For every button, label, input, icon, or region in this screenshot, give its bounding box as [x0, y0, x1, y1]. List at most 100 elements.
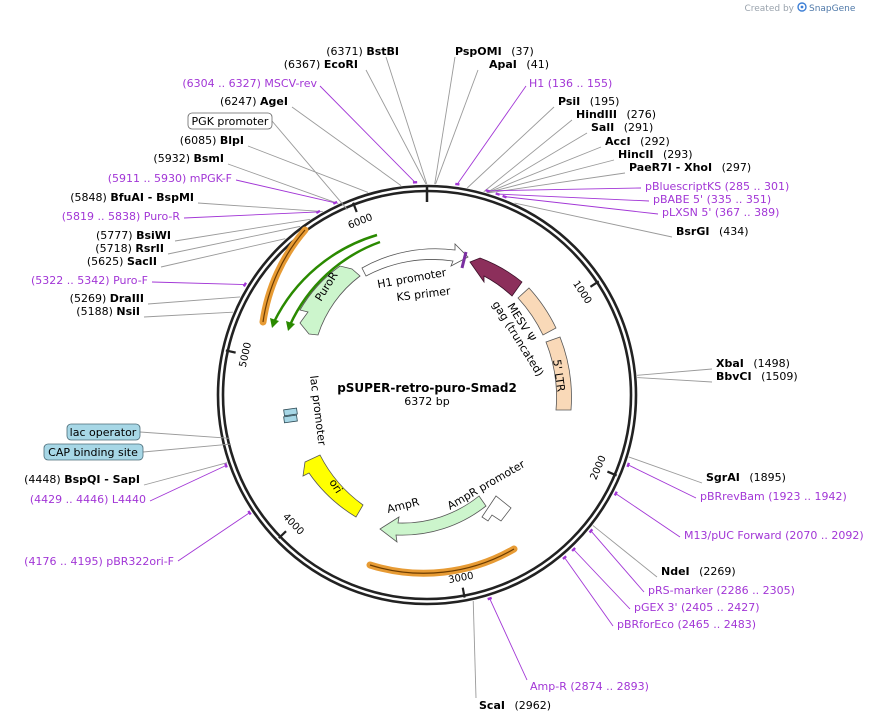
primer-leader-line: [590, 530, 645, 593]
cap-binding-site-box[interactable]: [43, 443, 144, 461]
primer-site-mark: [224, 463, 228, 468]
enzyme-leader-line: [637, 377, 713, 383]
ori-label: ori: [326, 477, 345, 496]
ruler-tick-label: 2000: [589, 454, 609, 482]
enzyme-leader-line: [160, 238, 286, 268]
primer-label-m13-puc-forward: M13/pUC Forward (2070 .. 2092): [684, 529, 864, 542]
ampr-arrow[interactable]: [379, 495, 487, 543]
enzyme-label-scai: ScaI (2962): [479, 699, 551, 712]
primer-leader-line: [151, 281, 245, 285]
enzyme-label-sali: SalI (291): [591, 121, 653, 134]
enzyme-leader-line: [143, 462, 228, 486]
primer-site-mark: [613, 491, 618, 496]
enzyme-leader-line: [486, 146, 602, 194]
puro-green-line-outer: [272, 233, 378, 323]
ampr-promoter-arrow[interactable]: [481, 495, 512, 522]
primer-site-mark: [495, 192, 501, 196]
enzyme-leader-line: [637, 368, 713, 376]
primer-leader-line: [487, 187, 642, 192]
enzyme-leader-line: [592, 525, 658, 578]
primer-label-puro-r: (5819 .. 5838) Puro-R: [62, 210, 181, 223]
snapgene-logo-icon: [797, 2, 807, 12]
enzyme-label-hincii: HincII (293): [618, 148, 693, 161]
primer-leader-line: [456, 85, 527, 185]
ruler-tick-label: 3000: [447, 571, 474, 586]
gag-arrow[interactable]: [469, 257, 523, 297]
mesv-psi-box[interactable]: [517, 287, 557, 336]
primer-leader-line: [564, 557, 614, 627]
lac-operator-box[interactable]: [66, 423, 141, 441]
primer-site-mark: [332, 200, 338, 205]
primer-site-mark: [485, 189, 491, 193]
enzyme-leader-line: [467, 106, 555, 189]
enzyme-leader-line: [483, 119, 573, 193]
primer-leader-line: [319, 85, 416, 183]
feature-leader-line: [139, 431, 230, 439]
ampr-label: AmpR: [386, 495, 421, 516]
cap-site-mark[interactable]: [283, 414, 298, 424]
pgk-promoter-label: PGK promoter: [192, 115, 269, 128]
ori-arrow[interactable]: [302, 454, 364, 518]
primer-site-mark: [571, 547, 576, 552]
enzyme-label-acci: AccI (292): [605, 135, 670, 148]
enzyme-label-sgrai: SgrAI (1895): [706, 471, 786, 484]
feature-leader-line: [142, 443, 232, 453]
ampr-orange-line: [366, 545, 518, 577]
primer-labels: (6304 .. 6327) MSCV-rev H1 (136 .. 155) …: [24, 77, 864, 693]
enzyme-leader-line: [628, 456, 703, 484]
enzyme-leader-line: [291, 106, 402, 186]
enzyme-label-bspqi: (4448) BspQI - SapI: [24, 473, 140, 486]
primer-label-pbabe: pBABE 5' (335 .. 351): [653, 193, 771, 206]
enzyme-leader-line: [147, 296, 241, 305]
cap-binding-site-label: CAP binding site: [48, 446, 138, 459]
enzyme-leader-line: [435, 69, 479, 185]
enzyme-leader-line: [174, 218, 311, 242]
enzyme-label-xbai: XbaI (1498): [716, 357, 790, 370]
enzyme-leader-line: [247, 145, 369, 193]
enzyme-label-bfuai: (5848) BfuAI - BspMI: [70, 191, 194, 204]
primer-site-mark: [588, 528, 594, 534]
boxed-feature-labels: PGK promoter lac operator CAP binding si…: [43, 112, 273, 461]
puro-green-line-inner: [288, 240, 381, 326]
enzyme-label-ecori: (6367) EcoRI: [284, 58, 358, 71]
enzyme-label-blpi: (6085) BlpI: [180, 134, 244, 147]
enzyme-leader-line: [143, 311, 233, 318]
h1-promoter-arrow[interactable]: [361, 243, 469, 277]
primer-leader-line: [183, 211, 319, 219]
enzyme-leader-line: [385, 56, 428, 185]
lac-operator-mark[interactable]: [283, 407, 298, 417]
primer-label-puro-f: (5322 .. 5342) Puro-F: [31, 274, 148, 287]
ltr-box[interactable]: [545, 336, 572, 411]
enzyme-label-nsii: (5188) NsiI: [76, 305, 140, 318]
enzyme-label-pspomi: PspOMI (37): [455, 45, 534, 58]
leader-lines: [139, 56, 713, 699]
enzyme-leader-line: [514, 202, 673, 238]
ruler-tick-label: 5000: [238, 341, 254, 368]
ruler-tick: [589, 280, 600, 288]
primer-label-amp-r: Amp-R (2874 .. 2893): [530, 680, 649, 693]
primer-label-pbrrevbam: pBRrevBam (1923 .. 1942): [700, 490, 847, 503]
enzyme-label-bstbi: (6371) BstBI: [326, 45, 399, 58]
enzyme-label-paer7i: PaeR7I - XhoI (297): [629, 161, 751, 174]
primer-label-pbluescriptks: pBluescriptKS (285 .. 301): [645, 180, 789, 193]
primer-label-plxsn: pLXSN 5' (367 .. 389): [662, 206, 779, 219]
ks-primer-label: KS primer: [396, 284, 452, 304]
enzyme-leader-line: [227, 163, 339, 204]
puror-arrow[interactable]: [299, 265, 361, 336]
enzyme-labels: (6371) BstBI (6367) EcoRI PspOMI (37) Ap…: [24, 45, 798, 712]
enzyme-leader-line: [197, 202, 323, 212]
pgk-promoter-box[interactable]: [187, 112, 273, 130]
primer-leader-line: [615, 493, 681, 538]
enzyme-label-ndei: NdeI (2269): [661, 565, 736, 578]
enzyme-leader-line: [434, 56, 456, 185]
primer-leader-line: [149, 465, 227, 502]
watermark-prefix: Created by: [744, 4, 794, 14]
primer-leader-line: [573, 549, 631, 610]
primer-site-mark: [455, 182, 460, 186]
enzyme-leader-line: [487, 172, 626, 194]
primer-label-mscv-rev: (6304 .. 6327) MSCV-rev: [182, 77, 317, 90]
primer-label-h1: H1 (136 .. 155): [529, 77, 612, 90]
primer-site-mark: [562, 555, 567, 560]
plasmid-name: pSUPER-retro-puro-Smad2: [337, 381, 517, 395]
